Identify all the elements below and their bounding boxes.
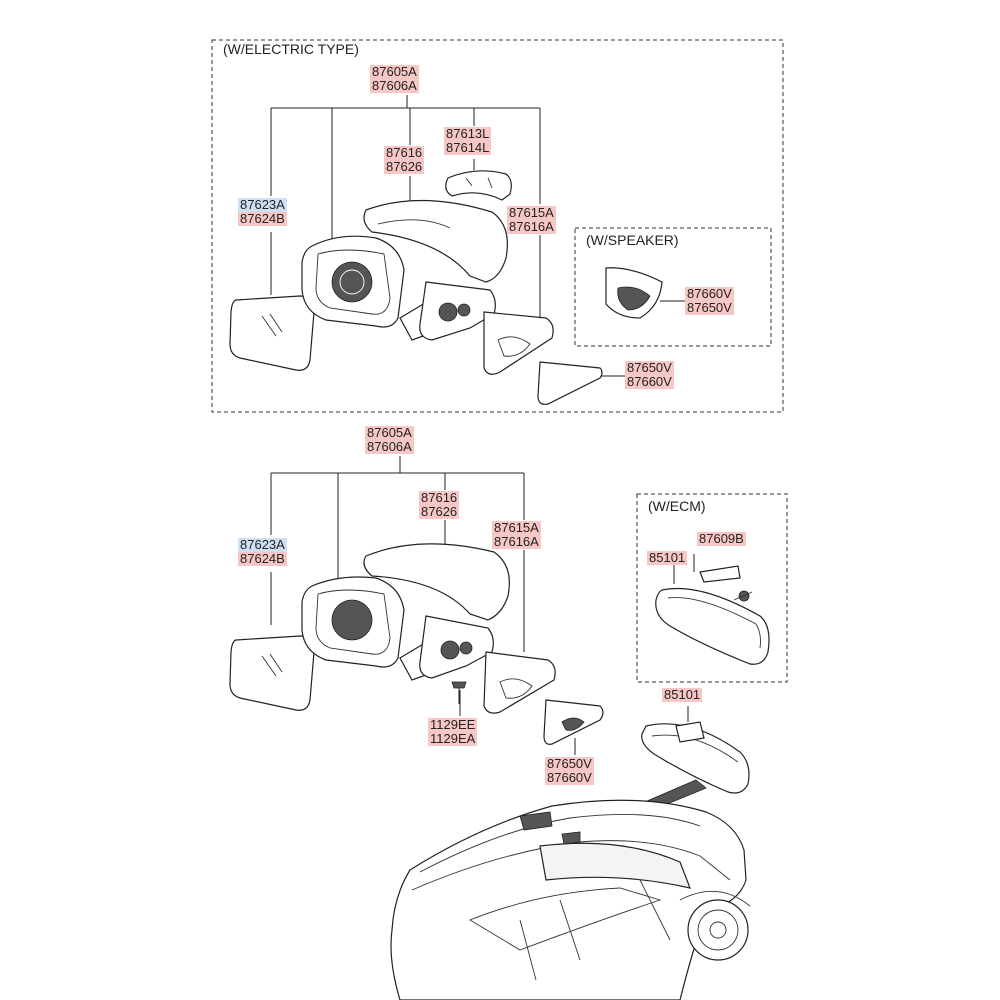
mid-screw: [451, 681, 467, 704]
speaker-part: [605, 267, 663, 319]
label-top-cover-1: 87613L: [444, 126, 492, 141]
mid-mirror-glass: [229, 635, 315, 711]
mid-cap: [483, 651, 556, 714]
label-top-garnish-2: 87660V: [625, 374, 674, 389]
top-cap: [483, 311, 554, 375]
label-mid-assembly: 87605A 87606A: [365, 426, 414, 454]
top-garnish: [537, 361, 603, 405]
label-ecm-bracket-1: 87609B: [697, 531, 746, 546]
inside-mirror: [641, 721, 750, 794]
ecm-bracket: [699, 565, 753, 602]
label-top-cap-2: 87616A: [507, 219, 556, 234]
label-mid-screw-1: 1129EE: [428, 717, 478, 732]
label-mid-screw: 1129EE 1129EA: [428, 717, 478, 746]
label-top-glass-1: 87623A: [238, 197, 287, 212]
ecm-box: [636, 493, 788, 683]
label-top-assembly-2: 87606A: [370, 78, 419, 93]
label-inside-mirror: 85101: [662, 687, 703, 702]
label-mid-housing-2: 87626: [419, 504, 460, 519]
label-mid-glass-2: 87624B: [238, 551, 287, 566]
label-mid-assembly-2: 87606A: [365, 439, 414, 454]
speaker-caption: (W/SPEAKER): [583, 232, 682, 248]
mid-actuator: [419, 615, 494, 679]
label-mid-assembly-1: 87605A: [365, 425, 414, 440]
label-top-housing-1: 87616: [384, 145, 425, 160]
label-top-speaker-1: 87660V: [685, 286, 734, 301]
label-top-assembly: 87605A 87606A: [370, 65, 419, 93]
label-mid-glass-1: 87623A: [238, 537, 287, 552]
label-top-speaker: 87660V 87650V: [685, 287, 734, 315]
label-mid-garnish: 87650V 87660V: [545, 757, 594, 785]
label-ecm-mirror: 85101: [647, 550, 688, 565]
ecm-caption: (W/ECM): [645, 498, 709, 514]
label-top-speaker-2: 87650V: [685, 300, 734, 315]
label-top-housing: 87616 87626: [384, 145, 425, 174]
label-ecm-bracket: 87609B: [697, 532, 746, 546]
label-top-glass-2: 87624B: [238, 211, 287, 226]
label-top-housing-2: 87626: [384, 159, 425, 174]
label-mid-screw-2: 1129EA: [428, 731, 478, 746]
electric-type-caption: (W/ELECTRIC TYPE): [220, 41, 362, 57]
speaker-box: [574, 227, 772, 347]
label-mid-cap: 87615A 87616A: [492, 521, 541, 549]
top-actuator: [419, 281, 496, 341]
label-mid-housing: 87616 87626: [419, 490, 460, 519]
ecm-mirror: [655, 587, 770, 665]
label-top-assembly-1: 87605A: [370, 64, 419, 79]
label-mid-cap-1: 87615A: [492, 520, 541, 535]
label-mid-cap-2: 87616A: [492, 534, 541, 549]
label-mid-garnish-1: 87650V: [545, 756, 594, 771]
mid-leader-lines: [270, 456, 695, 755]
top-mirror-glass: [229, 295, 315, 371]
top-leader-lines: [270, 95, 686, 377]
label-mid-housing-1: 87616: [419, 490, 460, 505]
label-top-garnish: 87650V 87660V: [625, 361, 674, 389]
electric-type-box: [211, 39, 784, 413]
mid-garnish: [543, 699, 604, 745]
label-top-cap-1: 87615A: [507, 205, 556, 220]
label-ecm-mirror-1: 85101: [647, 550, 688, 565]
label-mid-garnish-2: 87660V: [545, 770, 594, 785]
label-mid-glass: 87623A 87624B: [238, 538, 287, 566]
label-top-cover-2: 87614L: [444, 140, 492, 155]
vehicle-outline: [390, 799, 751, 1000]
top-cover: [445, 170, 512, 201]
label-top-cap: 87615A 87616A: [507, 206, 556, 234]
label-inside-mirror-1: 85101: [662, 687, 703, 702]
label-top-cover: 87613L 87614L: [444, 126, 492, 155]
label-top-glass: 87623A 87624B: [238, 198, 287, 226]
label-top-garnish-1: 87650V: [625, 360, 674, 375]
